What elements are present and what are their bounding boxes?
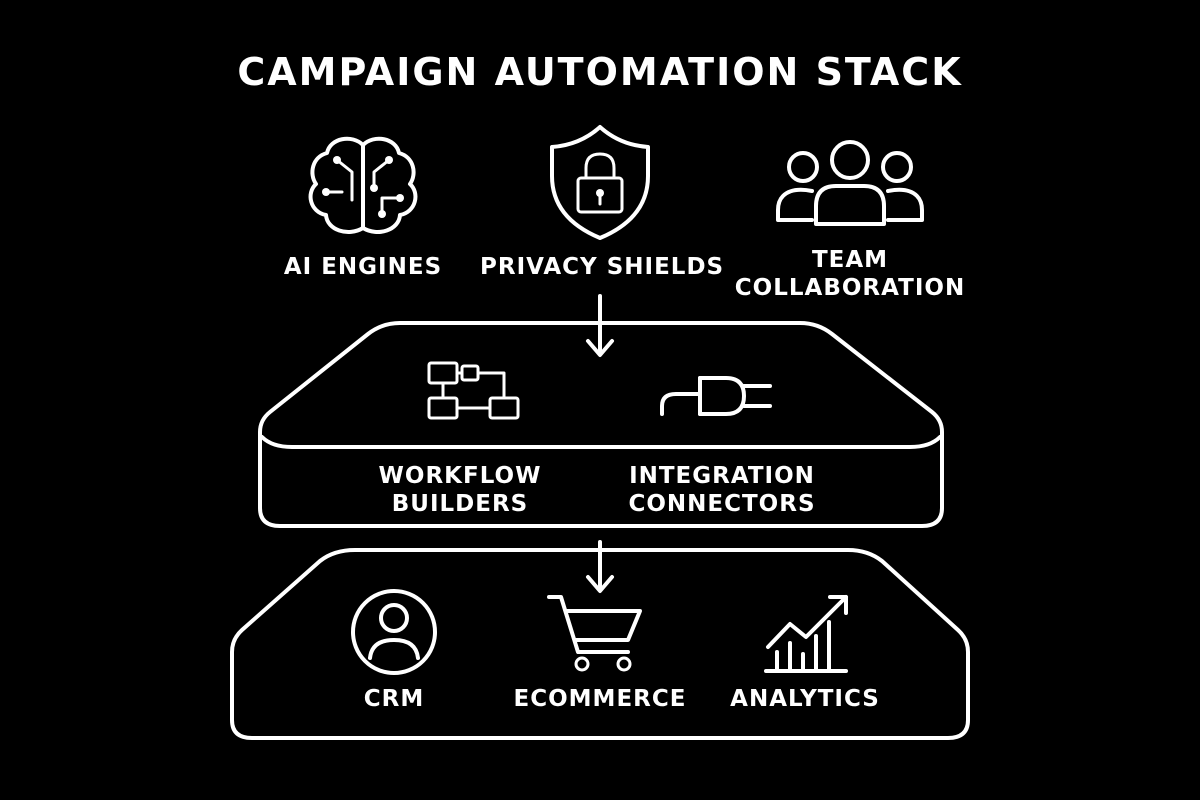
brain-icon [308,136,418,234]
workflow-icon [427,361,520,420]
label-ai-engines: AI ENGINES [283,254,443,280]
plug-icon [660,376,772,416]
label-line: COLLABORATION [734,275,966,301]
label-line: WORKFLOW [378,463,542,489]
shield-lock-icon [550,125,650,240]
label-integration-connectors: INTEGRATION CONNECTORS [607,462,837,518]
user-circle-icon [351,589,437,675]
label-privacy-shields: PRIVACY SHIELDS [480,254,725,280]
arrow-middle-to-bottom [586,540,614,593]
arrow-top-to-middle [586,294,614,357]
cart-icon [547,595,642,672]
growth-chart-icon [764,595,848,673]
label-line: BUILDERS [391,491,529,517]
team-icon [776,140,924,226]
label-team-collaboration: TEAM COLLABORATION [730,246,970,302]
label-workflow-builders: WORKFLOW BUILDERS [355,462,565,518]
label-analytics: ANALYTICS [730,686,880,712]
label-line: INTEGRATION [629,463,815,489]
middle-platform [258,321,944,528]
label-ecommerce: ECOMMERCE [513,686,687,712]
label-line: CONNECTORS [628,491,816,517]
bottom-platform [230,548,970,740]
page-title: CAMPAIGN AUTOMATION STACK [237,50,963,94]
label-crm: CRM [363,686,425,712]
label-line: TEAM [811,247,889,273]
